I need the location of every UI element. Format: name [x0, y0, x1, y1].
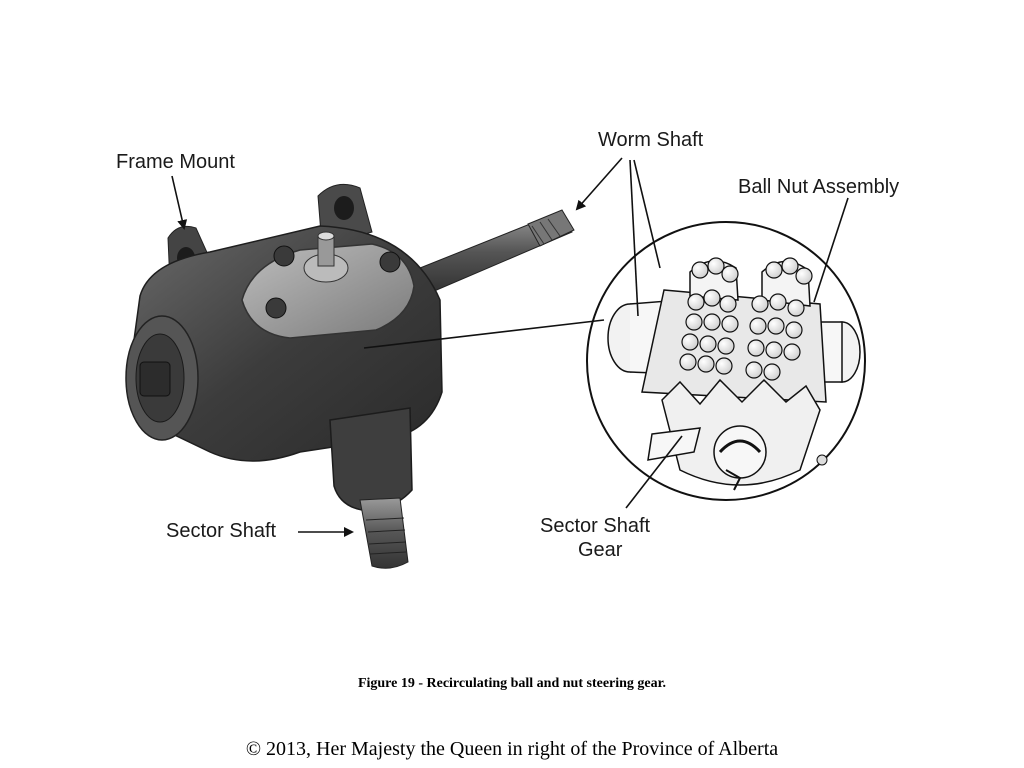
cover-plate: [241, 243, 415, 339]
worm-shaft-leader-photo: [575, 157, 623, 211]
steering-gear-photo: [125, 183, 575, 569]
sector-shaft-gear-leader: [625, 435, 683, 509]
cover-bolts: [265, 245, 401, 319]
figure-caption: Figure 19 - Recirculating ball and nut s…: [357, 676, 667, 691]
sector-shaft-end: [359, 497, 409, 569]
sector-shaft-boss: [329, 407, 413, 511]
sector-shaft-gear-label-line1: Sector Shaft: [540, 515, 651, 537]
recirculating-balls: [679, 257, 813, 381]
frame-mount-leader: [171, 175, 188, 230]
worm-shaft-label: Worm Shaft: [598, 129, 704, 151]
ball-nut-detail-inset: [586, 221, 866, 501]
worm-shaft-leader-inset-left: [629, 159, 639, 317]
ball-nut-assembly-leader: [813, 197, 849, 303]
worm-shaft-leader-inset-right: [633, 159, 661, 269]
leader-lines: [171, 157, 849, 537]
frame-mount-label: Frame Mount: [116, 151, 235, 173]
sector-shaft-gear-label-line2: Gear: [578, 539, 623, 561]
ball-nut-assembly-label: Ball Nut Assembly: [738, 176, 899, 198]
copyright-notice: © 2013, Her Majesty the Queen in right o…: [245, 738, 779, 760]
sector-shaft-label: Sector Shaft: [166, 520, 277, 542]
inset-to-housing-line: [363, 319, 605, 349]
